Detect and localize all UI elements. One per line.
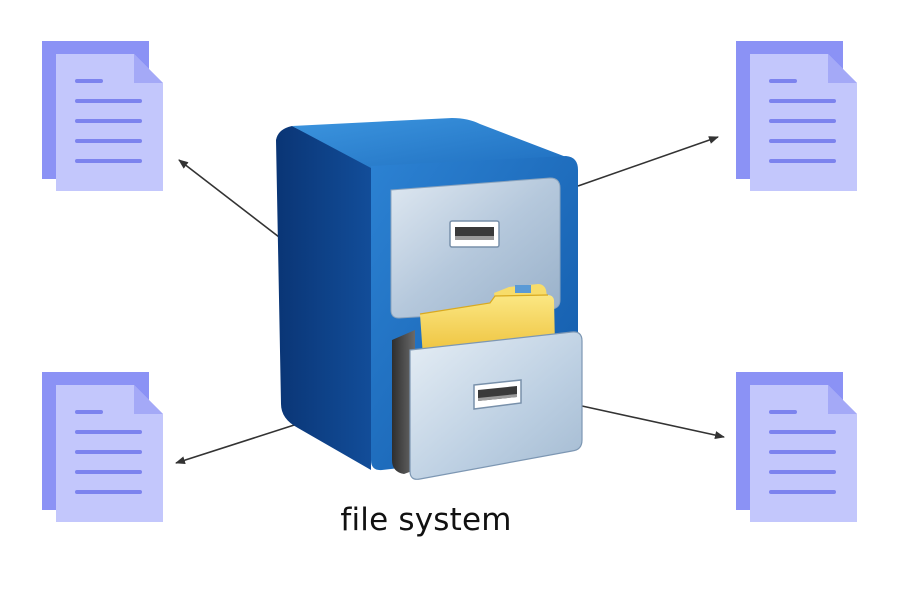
file-cabinet-icon — [276, 118, 583, 480]
document-icon-top-left — [42, 41, 163, 191]
document-icon-bottom-right — [736, 372, 857, 522]
cabinet-bottom-drawer — [409, 331, 583, 480]
document-icon-top-right — [736, 41, 857, 191]
arrow-to-top-left — [178, 159, 280, 238]
document-icon-bottom-left — [42, 372, 163, 522]
arrow-to-bottom-left — [175, 417, 317, 465]
arrow-to-bottom-right — [581, 405, 725, 439]
cabinet-top-drawer — [390, 177, 561, 319]
arrow-to-top-right — [577, 136, 719, 187]
caption: file system — [340, 502, 512, 538]
